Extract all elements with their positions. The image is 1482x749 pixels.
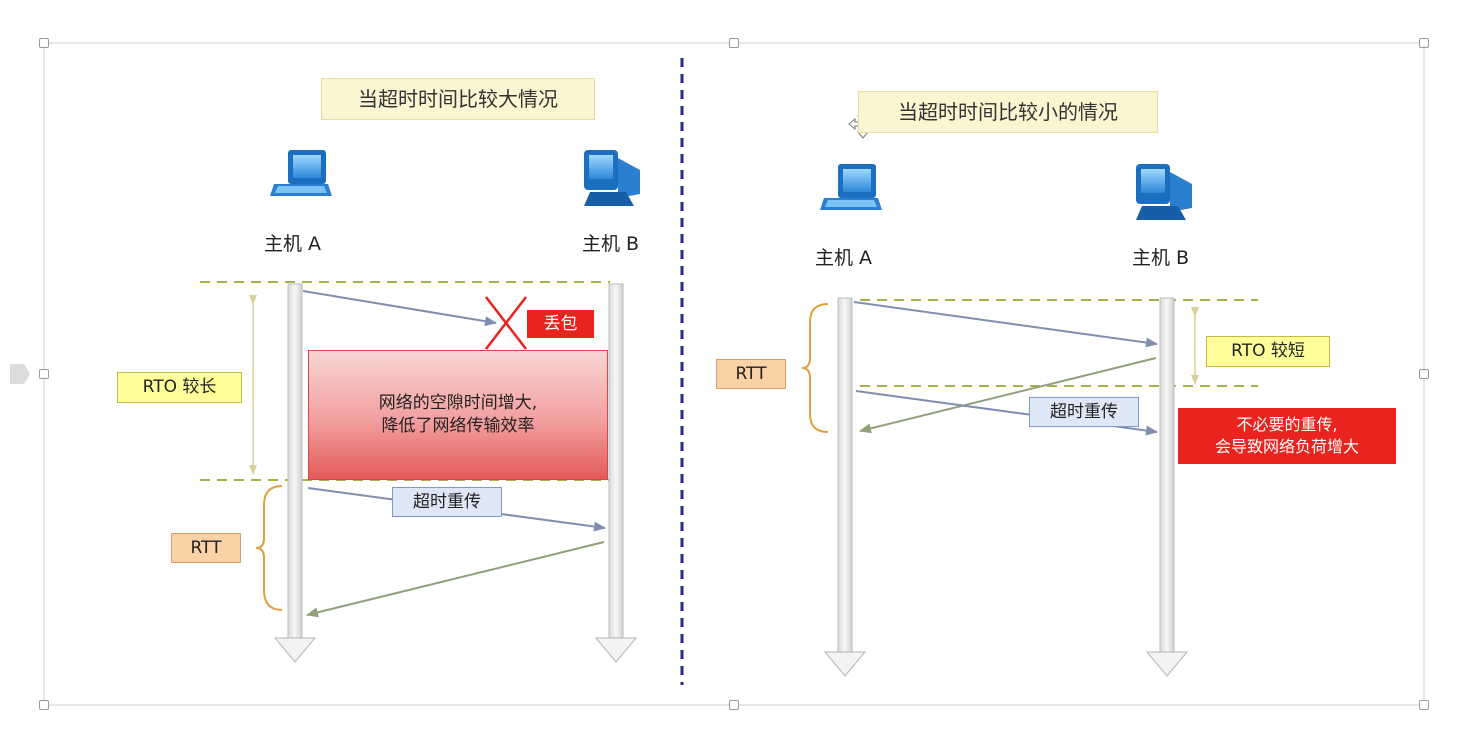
resize-handle-bottom-right[interactable]: [1419, 700, 1429, 710]
rtt-label: RTT: [171, 533, 241, 563]
ack-arrow: [859, 357, 1157, 434]
idle-note-line-1: 网络的空隙时间增大,: [378, 393, 538, 414]
resize-handle-top-right[interactable]: [1419, 38, 1429, 48]
retransmit-label: 超时重传: [1029, 397, 1139, 427]
packet-loss-x-icon: [485, 296, 527, 350]
packet-loss-tag: 丢包: [527, 310, 594, 338]
idle-time-note: 网络的空隙时间增大, 降低了网络传输效率: [308, 350, 608, 480]
ack-arrow: [306, 541, 605, 618]
laptop-icon: [820, 164, 882, 210]
rto-short-label: RTO 较短: [1206, 336, 1330, 367]
data-arrow: [853, 301, 1158, 348]
host-a-timeline: [273, 283, 317, 663]
resize-handle-right[interactable]: [1419, 369, 1429, 379]
unnecessary-retransmit-warning: 不必要的重传, 会导致网络负荷增大: [1178, 408, 1396, 464]
desktop-computer-icon: [1136, 164, 1192, 220]
resize-handle-bottom[interactable]: [729, 700, 739, 710]
host-a-label: 主机 A: [264, 233, 322, 255]
resize-handle-top-left[interactable]: [39, 38, 49, 48]
host-b-label: 主机 B: [582, 233, 640, 255]
retransmit-label: 超时重传: [392, 487, 502, 517]
idle-note-line-2: 降低了网络传输效率: [381, 416, 535, 436]
warn-line-2: 会导致网络负荷增大: [1214, 437, 1359, 456]
host-b-label: 主机 B: [1132, 247, 1190, 269]
resize-handle-left[interactable]: [39, 369, 49, 379]
host-a-timeline: [823, 297, 867, 677]
resize-handle-bottom-left[interactable]: [39, 700, 49, 710]
host-b-timeline: [1145, 297, 1189, 677]
host-a-label: 主机 A: [815, 247, 873, 269]
rtt-label: RTT: [716, 359, 786, 389]
resize-handle-top[interactable]: [729, 38, 739, 48]
lost-data-arrow: [302, 290, 497, 327]
laptop-icon: [270, 150, 332, 196]
rtt-brace: [255, 485, 283, 611]
rto-long-label: RTO 较长: [117, 372, 242, 403]
rtt-brace: [801, 303, 829, 433]
desktop-computer-icon: [584, 150, 640, 206]
warn-line-1: 不必要的重传,: [1236, 414, 1338, 434]
host-b-timeline: [594, 283, 638, 663]
left-diagram-title: 当超时时间比较大情况: [321, 78, 595, 120]
slide-side-tab-icon: [10, 364, 30, 384]
right-diagram-title: 当超时时间比较小的情况: [858, 91, 1158, 133]
